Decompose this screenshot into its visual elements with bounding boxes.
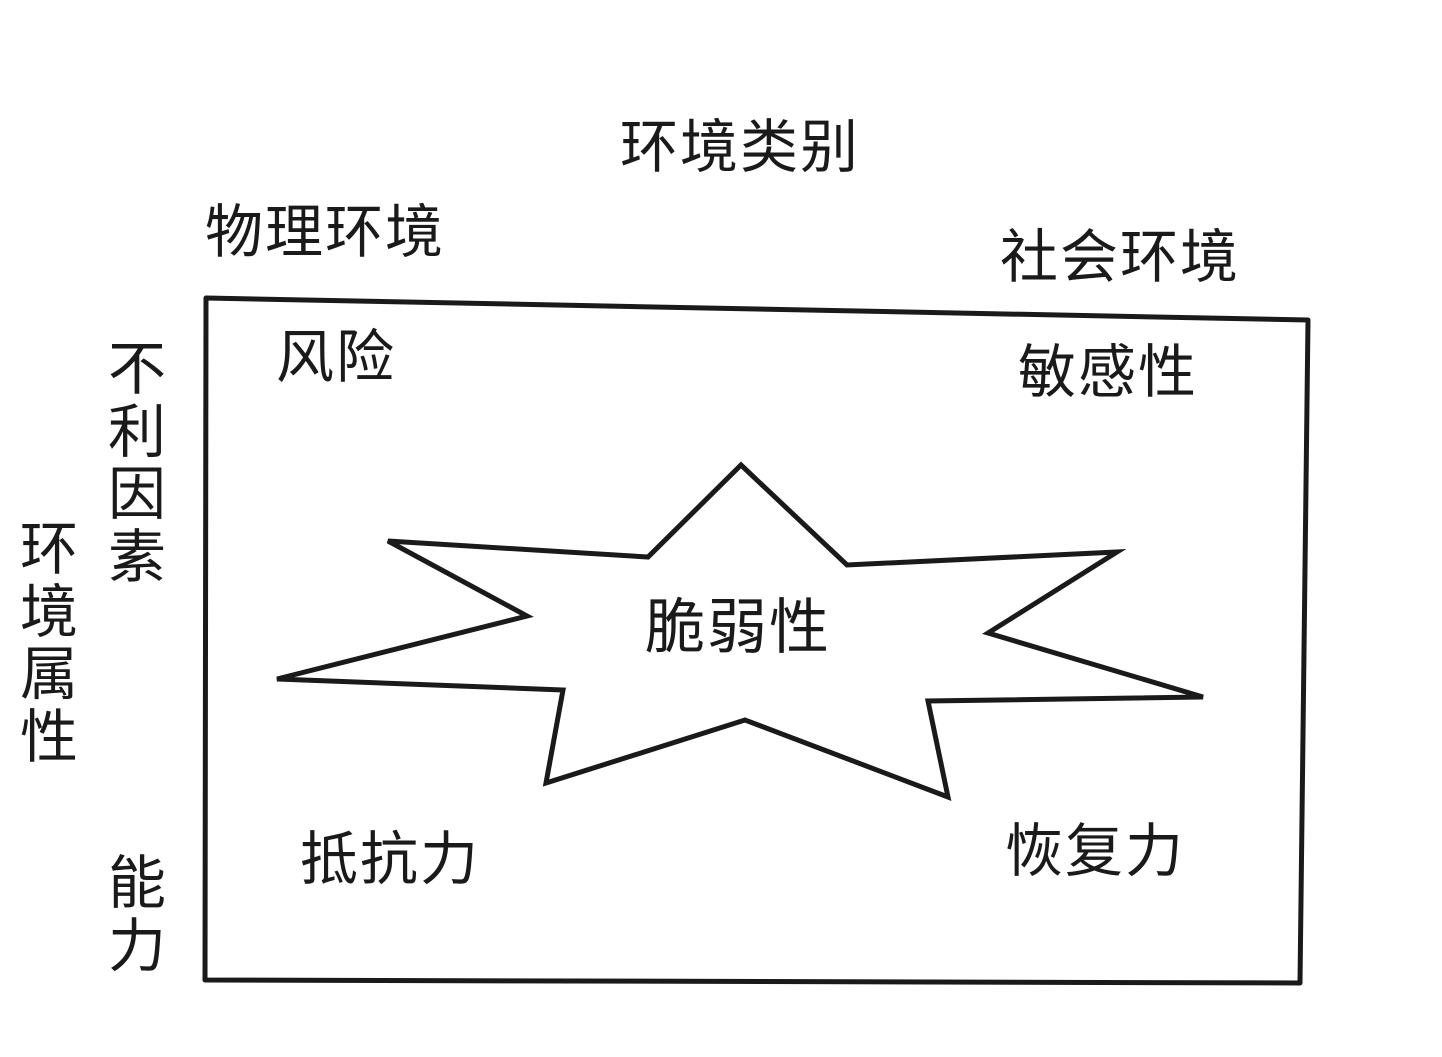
axis-label-physical-environment: 物理环境: [205, 198, 446, 266]
quadrant-resistance: 抵抗力: [300, 825, 481, 893]
matrix-frame: [202, 295, 1311, 986]
axis-label-social-environment: 社会环境: [1000, 223, 1241, 291]
center-label-vulnerability: 脆弱性: [645, 593, 831, 663]
quadrant-sensitivity: 敏感性: [1018, 338, 1199, 406]
vulnerability-star: [276, 461, 1204, 801]
quadrant-risk: 风险: [276, 323, 397, 391]
axis-title-environment-category: 环境类别: [620, 113, 861, 181]
axis-label-capability: 能力: [107, 849, 166, 980]
axis-title-environment-attribute: 环境属性: [19, 515, 78, 771]
axis-label-adverse-factors: 不利因素: [107, 335, 166, 591]
quadrant-resilience: 恢复力: [1005, 817, 1186, 885]
